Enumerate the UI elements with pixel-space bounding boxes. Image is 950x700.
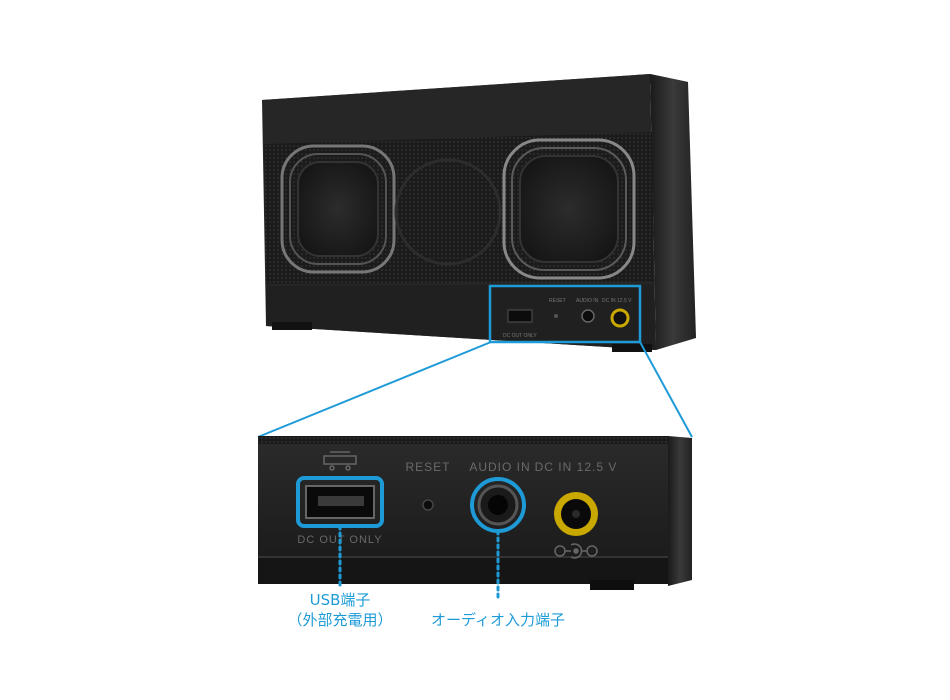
dc-polarity-icon: [554, 543, 598, 559]
right-passive-radiator: [502, 138, 636, 280]
reset-group: RESET: [405, 460, 450, 511]
center-driver: [394, 158, 502, 266]
product-dc-label: DC IN 12.5 V: [602, 298, 632, 304]
audio-in-group: AUDIO IN: [469, 460, 530, 533]
product-port-panel: DC OUT ONLY RESET AUDIO IN DC IN 12.5 V: [503, 298, 632, 339]
reset-hole: [422, 499, 434, 511]
product-reset-label: RESET: [549, 298, 566, 304]
product-usb-label: DC OUT ONLY: [503, 333, 537, 339]
product-audio-label: AUDIO IN: [576, 298, 599, 304]
product-dc-jack: [610, 308, 630, 328]
product-reset-hole: [554, 314, 558, 318]
reset-label: RESET: [405, 460, 450, 474]
dc-in-label: DC IN 12.5 V: [535, 460, 618, 474]
dc-in-group: DC IN 12.5 V: [535, 460, 618, 559]
usb-callout-subtitle: （外部充電用）: [287, 611, 393, 629]
highlight-box: [488, 284, 642, 344]
zoom-connector-left: [257, 341, 492, 438]
usb-callout-title: USB端子: [309, 591, 371, 609]
left-passive-radiator: [280, 144, 396, 274]
usb-callout: USB端子 （外部充電用）: [280, 590, 400, 630]
product-audio-jack: [581, 309, 595, 323]
zoom-connector-right: [639, 341, 693, 438]
product-usb-port: [507, 309, 533, 323]
audio-callout: オーディオ入力端子: [431, 611, 565, 629]
usb-icon: [323, 451, 357, 471]
audio-in-label: AUDIO IN: [469, 460, 530, 474]
